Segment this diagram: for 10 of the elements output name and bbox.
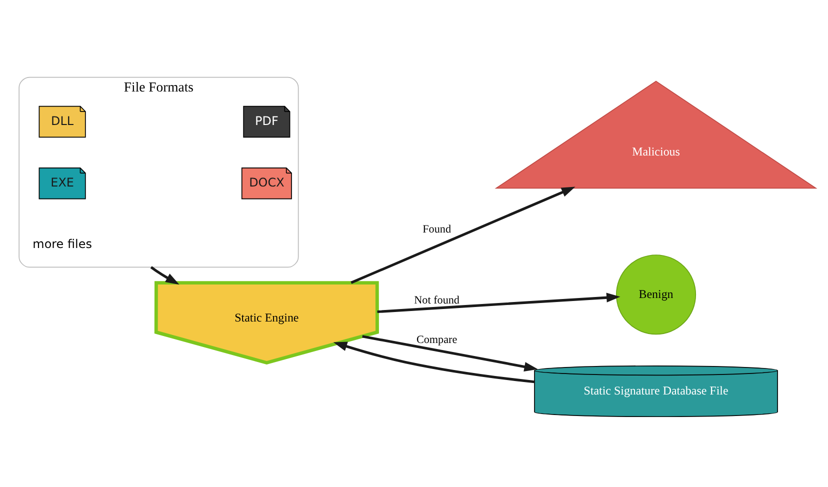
arrow (150, 266, 180, 285)
arrow (362, 335, 538, 372)
arrow (333, 342, 535, 384)
node-circle: Benign (616, 254, 696, 335)
edge-label: Not found (414, 294, 460, 306)
arrow (350, 186, 576, 284)
node-label: more files (32, 237, 92, 252)
arrow (377, 292, 620, 314)
edge-label: Compare (416, 334, 458, 346)
edge-label: Found (422, 223, 452, 236)
